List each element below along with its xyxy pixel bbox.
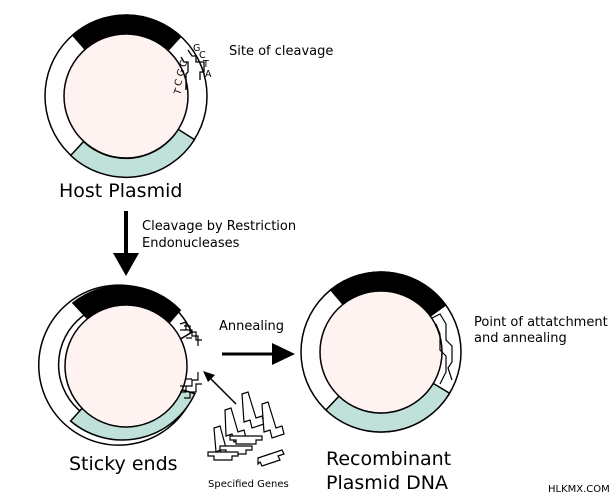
host-plasmid [44, 14, 208, 179]
cleavage-step-label-line2: Endonucleases [142, 236, 240, 251]
gene-fragment [241, 391, 265, 429]
arrow-down-icon [113, 211, 139, 276]
cleavage-site-label: Site of cleavage [229, 44, 334, 59]
recombinant-title-line2: Plasmid DNA [326, 472, 449, 494]
specified-genes-fragments [207, 391, 285, 467]
gene-fragment [261, 401, 285, 439]
attachment-label-line1: Point of attatchment [474, 315, 608, 330]
strand-letter: A [205, 69, 212, 80]
annealing-label: Annealing [219, 319, 285, 334]
strand-letter: T [203, 59, 209, 70]
genes-insert-arrow-icon [203, 371, 237, 405]
arrow-right-icon [222, 343, 295, 365]
recombinant-plasmid-inner-circle [319, 290, 443, 414]
gene-fragment [257, 449, 285, 467]
specified-genes-label: Specified Genes [208, 479, 289, 490]
gene-fragment [229, 435, 263, 445]
host-cleavage-site-line [187, 49, 205, 80]
attachment-label-line2: and annealing [474, 331, 567, 346]
sticky-ends-plasmid [38, 284, 202, 446]
sticky-end-bottom [180, 372, 202, 399]
host-cleavage-site-line-inner [180, 56, 189, 90]
recombinant-insert-segment [431, 313, 453, 385]
watermark: HLKMX.COM [548, 484, 610, 495]
recombinant-plasmid [300, 271, 462, 433]
host-plasmid-title: Host Plasmid [59, 180, 183, 202]
sticky-end-top [179, 321, 202, 346]
recombinant-title-line1: Recombinant [326, 448, 452, 470]
gene-fragment [207, 451, 239, 461]
strand-letter: G [193, 43, 201, 54]
sticky-ends-title: Sticky ends [69, 453, 178, 475]
cleavage-step-label-line1: Cleavage by Restriction [142, 219, 297, 234]
host-plasmid-inner-circle [63, 33, 189, 159]
sticky-plasmid-inner-circle [64, 304, 188, 428]
strand-letter: C [199, 50, 206, 61]
